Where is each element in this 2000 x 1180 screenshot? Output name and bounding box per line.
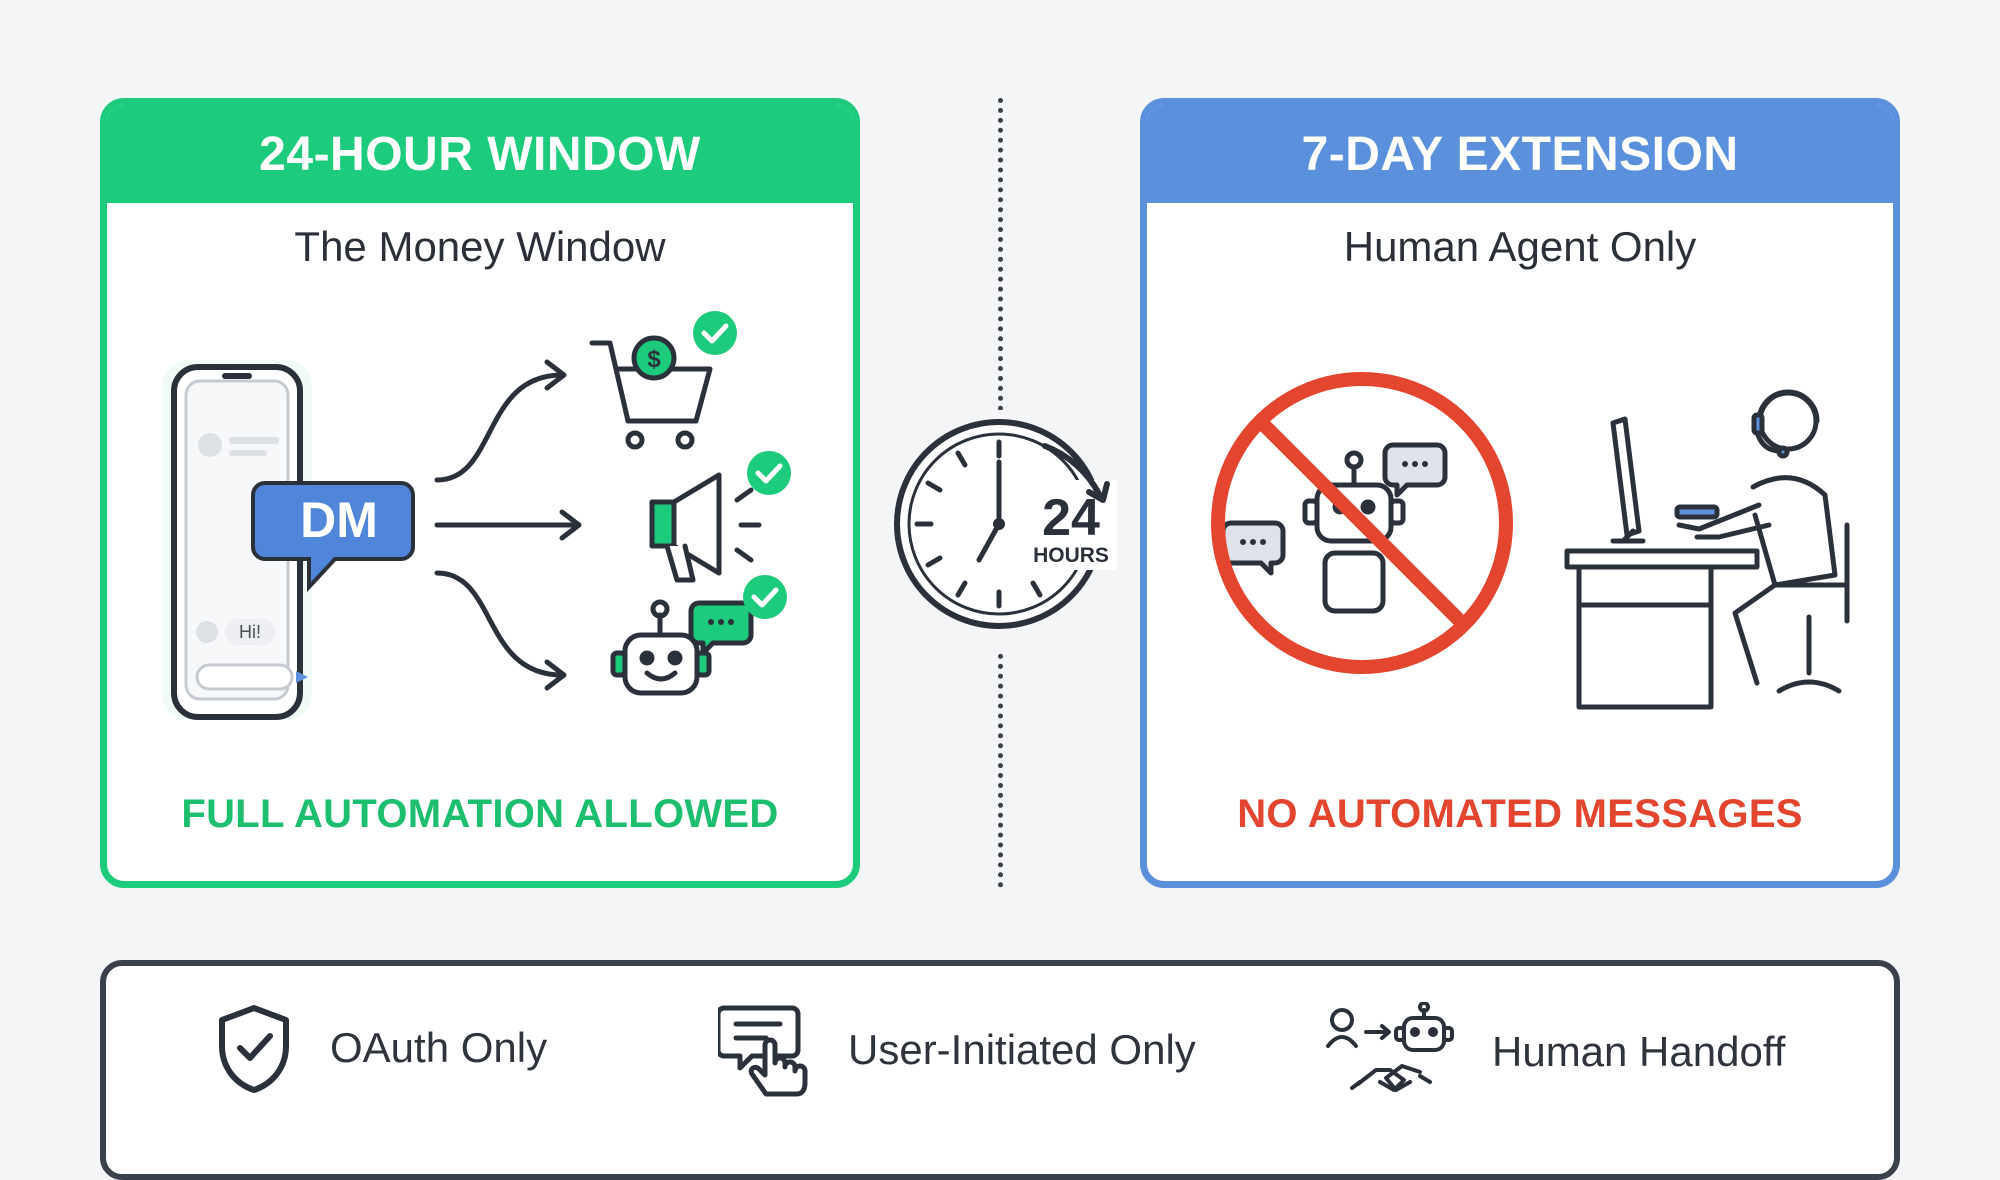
- panel-subtitle: Human Agent Only: [1343, 223, 1697, 270]
- check-icon: [747, 451, 791, 495]
- feature-label: OAuth Only: [330, 1024, 548, 1071]
- panel-7-day-extension: 7-DAY EXTENSION Human Agent Only: [1140, 98, 1900, 888]
- human-agent-illustration: [1211, 372, 1850, 710]
- clock-number: 24: [1042, 489, 1100, 547]
- dm-bubble-label: DM: [300, 492, 378, 548]
- clock-24-hours: 24 HOURS: [885, 410, 1125, 650]
- dm-bubble: [251, 481, 415, 593]
- panel-footer-status: FULL AUTOMATION ALLOWED: [181, 792, 779, 836]
- panel-footer-status: NO AUTOMATED MESSAGES: [1237, 792, 1803, 836]
- features-bar: OAuth Only User-Initiated Only: [100, 960, 1900, 1180]
- prohibited-icon: [1211, 372, 1513, 674]
- feature-label: User-Initiated Only: [848, 1026, 1196, 1073]
- robot-icon: [1220, 442, 1448, 614]
- feature-oauth-only: OAuth Only: [214, 1002, 547, 1094]
- chat-message-hi: Hi!: [239, 622, 261, 642]
- svg-text:$: $: [647, 346, 661, 373]
- phone-icon: [162, 360, 312, 720]
- chat-dots: [708, 619, 734, 625]
- feature-user-initiated-only: User-Initiated Only: [718, 1002, 1196, 1098]
- shopping-cart-icon: [589, 335, 713, 450]
- arrows: [434, 359, 582, 691]
- shield-check-icon: [219, 1005, 289, 1093]
- chat-tap-icon: [718, 1005, 808, 1097]
- clock-unit: HOURS: [1033, 544, 1109, 567]
- robot-icon: [610, 599, 754, 696]
- megaphone-icon: [649, 472, 762, 583]
- panel-24-hour-window: 24-HOUR WINDOW The Money Window: [100, 98, 860, 888]
- panel-title: 7-DAY EXTENSION: [1147, 105, 1893, 203]
- check-icon: [693, 311, 737, 355]
- feature-label: Human Handoff: [1492, 1028, 1786, 1075]
- handoff-icon: [1326, 1002, 1454, 1092]
- chat-dots: [1240, 461, 1428, 545]
- automation-illustration: $: [162, 311, 791, 720]
- panel-title: 24-HOUR WINDOW: [107, 105, 853, 203]
- check-icon: [743, 575, 787, 619]
- feature-human-handoff: Human Handoff: [1324, 1002, 1785, 1102]
- panel-subtitle: The Money Window: [294, 223, 666, 270]
- human-agent-icon: [1564, 389, 1850, 710]
- clock-icon: [894, 419, 1117, 629]
